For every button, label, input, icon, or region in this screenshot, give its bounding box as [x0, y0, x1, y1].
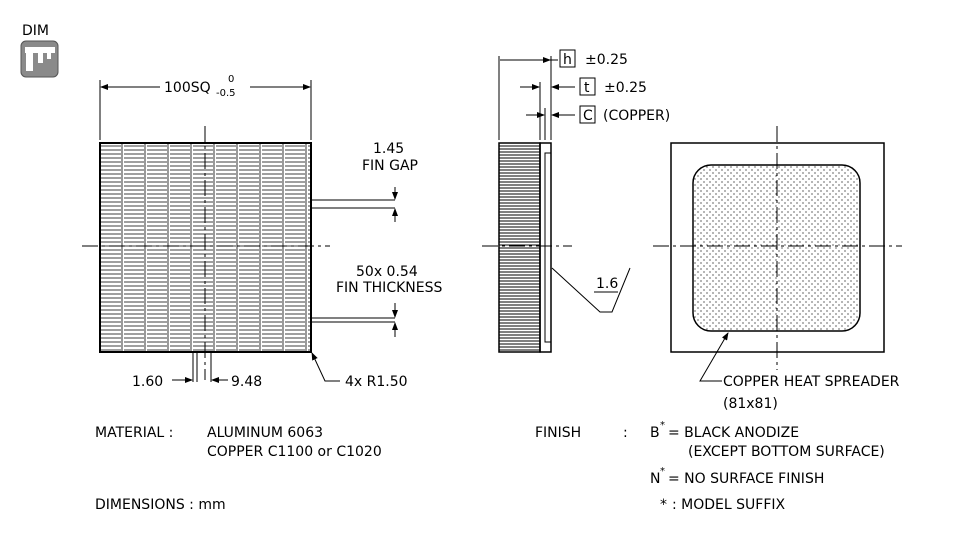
spreader-size: (81x81): [723, 396, 778, 412]
pitch-left: 1.60: [132, 374, 163, 390]
pitch-right: 9.48: [231, 374, 262, 390]
fin-thickness-value: 50x 0.54: [356, 264, 418, 280]
h-label: h: [563, 52, 572, 68]
side-fin-pattern: [499, 145, 540, 351]
t-tolerance: ±0.25: [604, 80, 647, 96]
dimensions-unit: DIMENSIONS : mm: [95, 497, 226, 513]
fin-gap-label: FIN GAP: [362, 158, 418, 174]
material-label: MATERIAL :: [95, 425, 173, 441]
bottom-view: COPPER HEAT SPREADER (81x81): [653, 126, 902, 412]
c-box: [579, 105, 596, 124]
finish-b-text: = BLACK ANODIZE: [668, 425, 799, 441]
fin-thickness-label: FIN THICKNESS: [336, 280, 442, 296]
finish-b-note: (EXCEPT BOTTOM SURFACE): [688, 444, 885, 460]
t-label: t: [584, 80, 590, 96]
roughness-symbol: [551, 267, 631, 313]
dim-label: DIM: [22, 23, 49, 39]
finish-b-star: *: [660, 420, 665, 431]
finish-n-star: *: [660, 466, 665, 477]
width-tol-lower: -0.5: [216, 88, 236, 99]
material-aluminum: ALUMINUM 6063: [207, 425, 323, 441]
suffix-text: : MODEL SUFFIX: [672, 497, 786, 513]
roughness-value: 1.6: [596, 276, 618, 292]
dim-button[interactable]: DIM: [20, 23, 59, 78]
finish-n-letter: N: [650, 471, 660, 487]
finish-colon: :: [623, 425, 628, 441]
caliper-icon: [25, 47, 55, 71]
corner-radius: 4x R1.50: [345, 374, 408, 390]
t-box: [579, 77, 596, 96]
spreader-label: COPPER HEAT SPREADER: [723, 374, 900, 390]
c-note: (COPPER): [603, 108, 670, 124]
finish-label: FINISH: [535, 425, 581, 441]
suffix-star: *: [660, 497, 667, 513]
fin-gap-value: 1.45: [373, 141, 404, 157]
finish-b-letter: B: [650, 425, 660, 441]
h-tolerance: ±0.25: [585, 52, 628, 68]
front-view: 100SQ 0 -0.5 1.45 FIN GAP 50x 0.54 FIN T…: [82, 74, 442, 390]
width-tol-upper: 0: [228, 74, 234, 85]
material-copper: COPPER C1100 or C1020: [207, 444, 382, 460]
c-label: C: [583, 108, 593, 124]
copper-insert: [544, 152, 552, 343]
h-box: [559, 49, 576, 68]
side-view: h ±0.25 t ±0.25 C (COPPER) 1.6: [482, 49, 670, 353]
notes: MATERIAL : ALUMINUM 6063 COPPER C1100 or…: [95, 420, 885, 513]
width-dimension: 100SQ: [164, 80, 211, 96]
finish-n-text: = NO SURFACE FINISH: [668, 471, 824, 487]
